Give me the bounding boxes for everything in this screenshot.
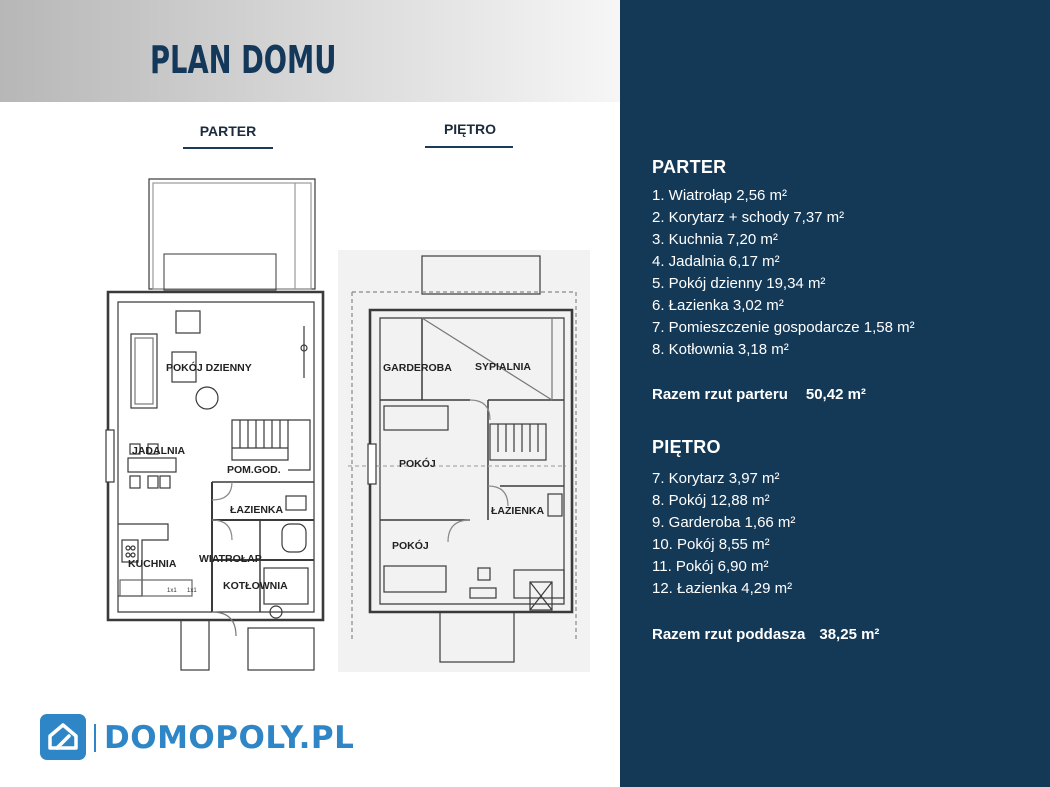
floor-label-pietro: PIĘTRO (443, 121, 497, 137)
list-item: 7. Pomieszczenie gospodarcze 1,58 m² (652, 319, 915, 336)
pietro-total-label: Razem rzut poddasza (652, 626, 806, 643)
header-band (0, 0, 620, 102)
fixture-mark: 1x1 (167, 588, 177, 594)
list-item: 6. Łazienka 3,02 m² (652, 297, 784, 314)
page-title: PLAN DOMU (150, 38, 337, 82)
list-item: 12. Łazienka 4,29 m² (652, 580, 793, 597)
room-label-lazienka-parter: ŁAZIENKA (230, 504, 283, 516)
pietro-heading: PIĘTRO (652, 437, 721, 457)
parter-heading: PARTER (652, 157, 727, 177)
brand-name[interactable]: DOMOPOLY.PL (104, 720, 355, 756)
room-label-pokoj-dzienny: POKÓJ DZIENNY (166, 361, 252, 374)
floor-underline-parter (183, 147, 273, 149)
fixture-mark: 1x1 (187, 588, 197, 594)
list-item: 3. Kuchnia 7,20 m² (652, 231, 778, 248)
room-label-kotlownia: KOTŁOWNIA (223, 580, 288, 592)
parter-total-label: Razem rzut parteru (652, 386, 788, 403)
list-item: 8. Kotłownia 3,18 m² (652, 341, 789, 358)
brand-divider (94, 724, 96, 752)
floor-underline-pietro (425, 146, 513, 148)
parter-total: Razem rzut parteru 50,42 m² (652, 386, 866, 403)
room-label-wiatrolap: WIATROŁAP (199, 553, 262, 565)
room-label-pom-god: POM.GOD. (227, 464, 281, 476)
pietro-room-list: 7. Korytarz 3,97 m² 8. Pokój 12,88 m² 9.… (652, 468, 795, 600)
list-item: 4. Jadalnia 6,17 m² (652, 253, 780, 270)
list-item: 8. Pokój 12,88 m² (652, 492, 770, 509)
parter-room-list: 1. Wiatrołap 2,56 m² 2. Korytarz + schod… (652, 185, 915, 361)
floor-plans-drawing: POKÓJ DZIENNY JADALNIA POM.GOD. ŁAZIENKA… (105, 178, 590, 672)
pietro-total-value: 38,25 m² (819, 626, 880, 643)
area-summary-panel (620, 0, 1050, 787)
parter-total-value: 50,42 m² (805, 386, 866, 403)
room-label-garderoba: GARDEROBA (383, 362, 452, 374)
plan-pietro (338, 250, 590, 672)
room-label-pokoj-1: POKÓJ (399, 457, 436, 470)
room-label-sypialnia: SYPIALNIA (475, 361, 531, 373)
list-item: 11. Pokój 6,90 m² (652, 558, 769, 575)
list-item: 7. Korytarz 3,97 m² (652, 470, 780, 487)
list-item: 10. Pokój 8,55 m² (652, 536, 770, 553)
floor-label-parter: PARTER (199, 123, 257, 139)
list-item: 9. Garderoba 1,66 m² (652, 514, 796, 531)
room-label-kuchnia: KUCHNIA (128, 558, 177, 570)
room-label-jadalnia: JADALNIA (132, 445, 186, 457)
list-item: 5. Pokój dzienny 19,34 m² (652, 275, 826, 292)
list-item: 2. Korytarz + schody 7,37 m² (652, 209, 845, 226)
house-logo-icon (40, 714, 86, 760)
room-label-pokoj-2: POKÓJ (392, 539, 429, 552)
list-item: 1. Wiatrołap 2,56 m² (652, 187, 788, 204)
room-label-lazienka-pietro: ŁAZIENKA (491, 505, 544, 517)
pietro-total: Razem rzut poddasza 38,25 m² (652, 626, 879, 643)
plan-parter (105, 178, 325, 671)
